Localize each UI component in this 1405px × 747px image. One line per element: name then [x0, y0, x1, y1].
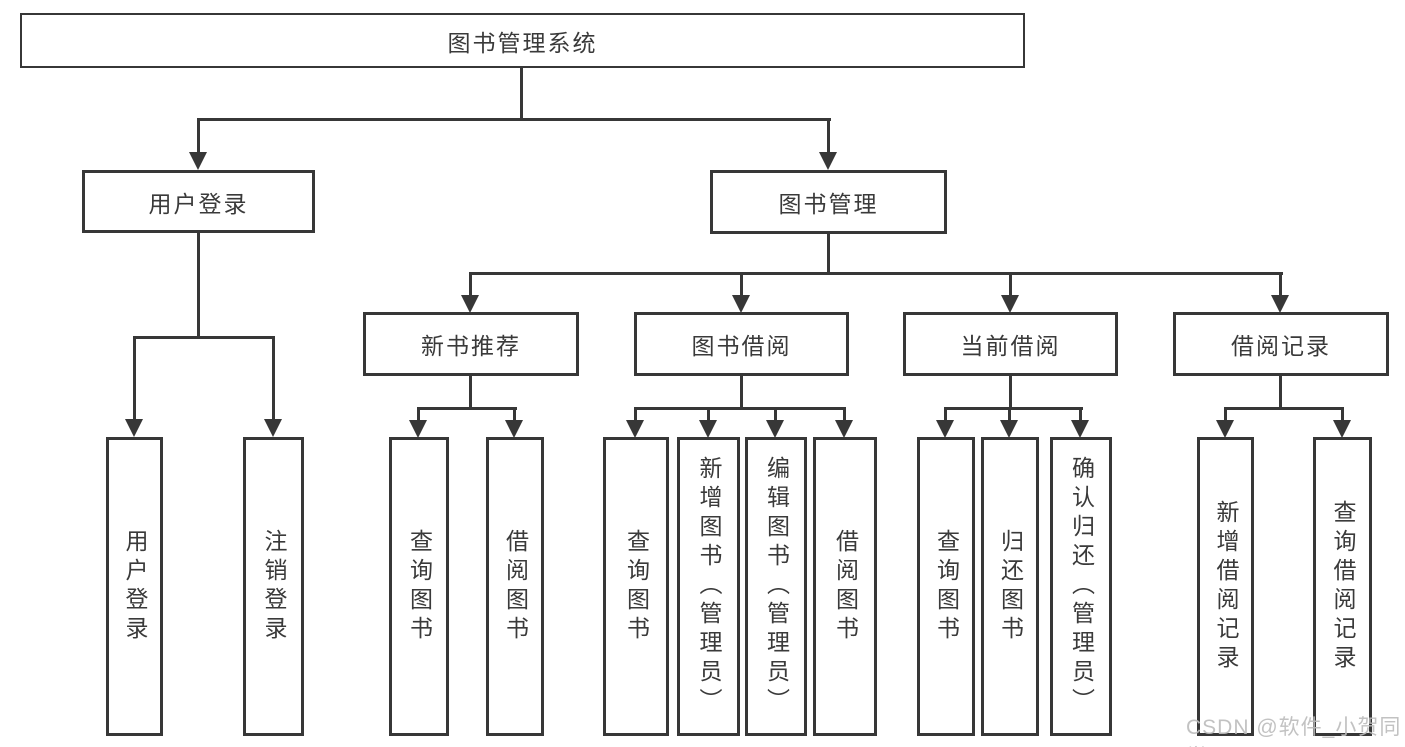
connector-line — [469, 376, 472, 407]
node-current-borrowing: 当前借阅 — [903, 312, 1118, 376]
node-new-book-recommendation: 新书推荐 — [363, 312, 579, 376]
node-leaf-query-books: 查询图书 — [917, 437, 975, 736]
connector-line — [843, 407, 846, 420]
connector-line — [634, 407, 637, 420]
arrow-down-icon — [461, 295, 479, 313]
connector-line — [707, 407, 710, 420]
arrow-down-icon — [766, 420, 784, 438]
node-book-management: 图书管理 — [710, 170, 947, 234]
arrow-down-icon — [835, 420, 853, 438]
connector-line — [944, 407, 947, 420]
connector-line — [774, 407, 777, 420]
connector-line — [634, 407, 846, 410]
node-leaf-return-books: 归还图书 — [981, 437, 1039, 736]
arrow-down-icon — [1000, 420, 1018, 438]
connector-line — [1008, 407, 1011, 420]
connector-line — [1224, 407, 1227, 420]
connector-line — [469, 272, 472, 296]
connector-line — [417, 407, 420, 420]
connector-line — [197, 233, 200, 336]
connector-line — [417, 407, 517, 410]
arrow-down-icon — [936, 420, 954, 438]
node-leaf-borrow-books: 借阅图书 — [486, 437, 544, 736]
watermark: CSDN @软件_小贺同学 — [1186, 716, 1402, 747]
connector-line — [197, 118, 200, 153]
arrow-down-icon — [1071, 420, 1089, 438]
connector-line — [827, 118, 830, 153]
connector-line — [197, 118, 831, 121]
node-leaf-confirm-return-admin: 确认归还（管理员） — [1050, 437, 1112, 736]
arrow-down-icon — [264, 419, 282, 437]
arrow-down-icon — [189, 152, 207, 170]
connector-line — [1009, 376, 1012, 407]
connector-line — [1079, 407, 1082, 420]
arrow-down-icon — [819, 152, 837, 170]
arrow-down-icon — [505, 420, 523, 438]
connector-line — [1009, 272, 1012, 296]
node-leaf-borrow-books: 借阅图书 — [813, 437, 877, 736]
node-leaf-query-books: 查询图书 — [389, 437, 449, 736]
connector-line — [1224, 407, 1344, 410]
connector-line — [272, 336, 275, 420]
arrow-down-icon — [125, 419, 143, 437]
connector-line — [827, 234, 830, 272]
arrow-down-icon — [1216, 420, 1234, 438]
node-leaf-query-borrow-record: 查询借阅记录 — [1313, 437, 1372, 736]
node-borrowing-records: 借阅记录 — [1173, 312, 1389, 376]
connector-line — [740, 376, 743, 407]
node-leaf-logout: 注销登录 — [243, 437, 304, 736]
node-book-borrowing: 图书借阅 — [634, 312, 849, 376]
connector-line — [1279, 272, 1282, 296]
node-library-management-system: 图书管理系统 — [20, 13, 1025, 68]
arrow-down-icon — [1001, 295, 1019, 313]
connector-line — [513, 407, 516, 420]
node-leaf-edit-books-admin: 编辑图书（管理员） — [745, 437, 807, 736]
connector-line — [469, 272, 1283, 275]
node-user-login: 用户登录 — [82, 170, 315, 233]
connector-line — [520, 68, 523, 118]
node-leaf-add-books-admin: 新增图书（管理员） — [677, 437, 740, 736]
arrow-down-icon — [409, 420, 427, 438]
arrow-down-icon — [732, 295, 750, 313]
connector-line — [1341, 407, 1344, 420]
arrow-down-icon — [1271, 295, 1289, 313]
node-leaf-add-borrow-record: 新增借阅记录 — [1197, 437, 1254, 736]
arrow-down-icon — [699, 420, 717, 438]
arrow-down-icon — [626, 420, 644, 438]
connector-line — [944, 407, 1083, 410]
connector-line — [133, 336, 275, 339]
node-leaf-query-books: 查询图书 — [603, 437, 669, 736]
connector-line — [133, 336, 136, 420]
connector-line — [1279, 376, 1282, 407]
node-leaf-user-login: 用户登录 — [106, 437, 163, 736]
connector-line — [740, 272, 743, 296]
arrow-down-icon — [1333, 420, 1351, 438]
